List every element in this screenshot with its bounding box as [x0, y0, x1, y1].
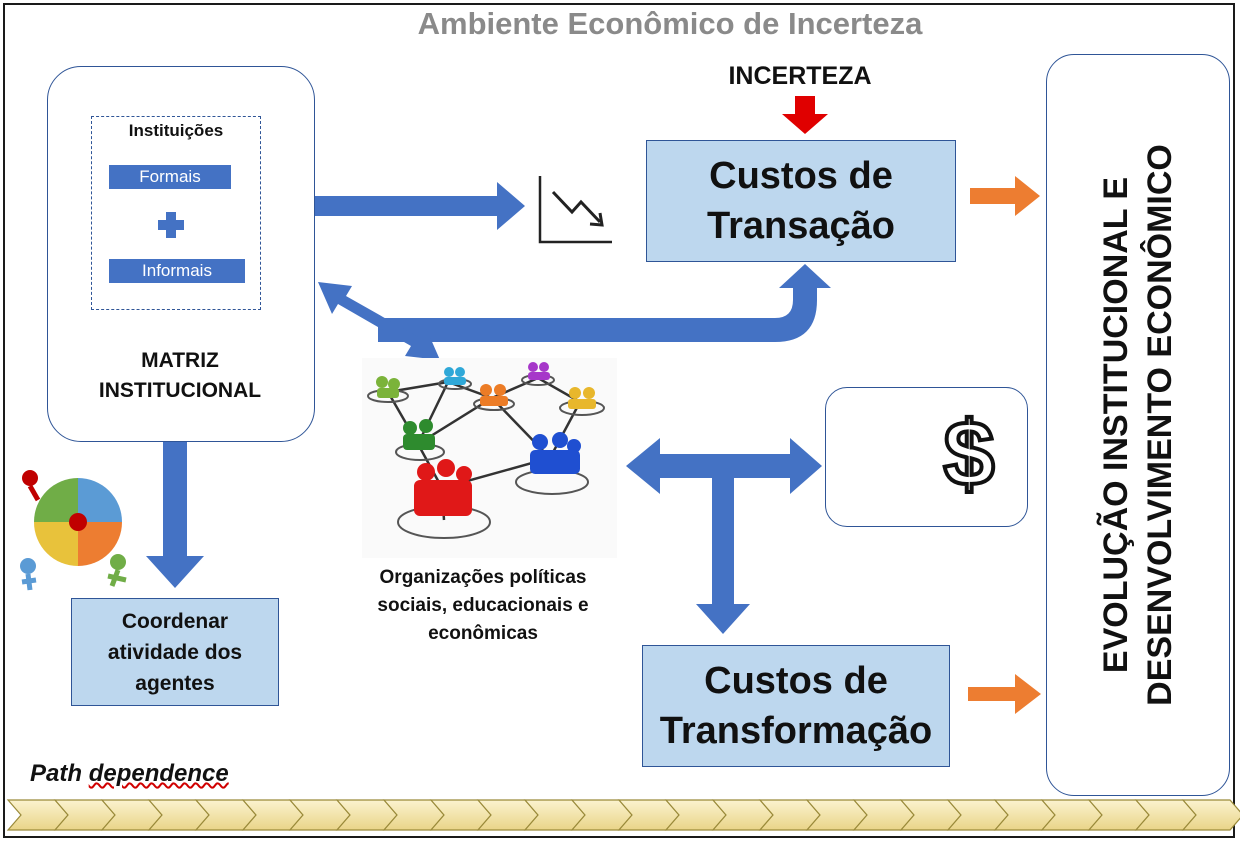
puzzle-people-icon — [20, 470, 127, 591]
to-transformation-arrow — [696, 478, 750, 634]
dollar-icon: $ — [941, 402, 996, 506]
matrix-label-line1: MATRIZ — [141, 349, 219, 372]
evolution-development-box — [1046, 54, 1230, 796]
informal-institutions-tag: Informais — [109, 259, 245, 283]
matrix-organizations-arrow — [318, 282, 440, 360]
technology-money-box — [825, 387, 1028, 527]
institutions-group — [91, 116, 261, 310]
transformation-costs-box: Custos de Transformação — [642, 645, 950, 767]
evolution-line2: DESENVOLVIMENTO ECONÔMICO — [1141, 144, 1179, 706]
declining-chart-icon — [538, 176, 612, 244]
diagram-title: Ambiente Econômico de Incerteza — [417, 6, 923, 41]
transaction-costs-box: Custos de Transação — [646, 140, 956, 262]
path-dependence-timeline — [6, 799, 1240, 831]
transaction-costs-line1: Custos de — [709, 155, 893, 197]
uncertainty-arrow — [782, 96, 828, 134]
organizations-line1: Organizações políticas — [379, 567, 587, 588]
organizations-label: Organizações políticas sociais, educacio… — [333, 564, 633, 648]
path-dependence-label: Path dependence — [30, 760, 229, 788]
path-dependence-word2: dependence — [88, 760, 229, 787]
coordinate-line3: agentes — [135, 671, 215, 695]
institutional-matrix-label: MATRIZ INSTITUCIONAL — [55, 346, 305, 406]
matrix-to-coordinate-arrow — [146, 442, 204, 588]
evolution-line1: EVOLUÇÃO INSTITUCIONAL E — [1097, 176, 1135, 674]
formal-institutions-tag: Formais — [109, 165, 231, 189]
organizations-icons-arrow — [626, 438, 822, 494]
coordinate-agents-box: Coordenar atividade dos agentes — [71, 598, 279, 706]
transaction-feedback-arrow — [378, 264, 831, 342]
timeline-chevron — [1181, 799, 1240, 831]
path-dependence-word1: Path — [30, 760, 83, 787]
organizations-line3: econômicas — [428, 623, 538, 644]
institutions-heading: Instituições — [128, 121, 224, 140]
transformation-to-evolution-arrow — [968, 674, 1041, 714]
transaction-costs-line2: Transação — [707, 205, 895, 247]
coordinate-line1: Coordenar — [121, 609, 229, 633]
transformation-costs-line1: Custos de — [704, 660, 888, 702]
matrix-label-line2: INSTITUCIONAL — [98, 379, 262, 402]
matrix-to-chart-arrow — [315, 182, 525, 230]
coordinate-line2: atividade dos — [107, 640, 243, 664]
plus-icon — [158, 212, 184, 238]
people-network-icon — [362, 358, 617, 558]
transformation-costs-line2: Transformação — [659, 710, 933, 752]
organizations-line2: sociais, educacionais e — [377, 595, 589, 616]
uncertainty-label: INCERTEZA — [728, 62, 872, 90]
evolution-development-label: EVOLUÇÃO INSTITUCIONAL E DESENVOLVIMENTO… — [1094, 65, 1182, 785]
transaction-to-evolution-arrow — [970, 176, 1040, 216]
